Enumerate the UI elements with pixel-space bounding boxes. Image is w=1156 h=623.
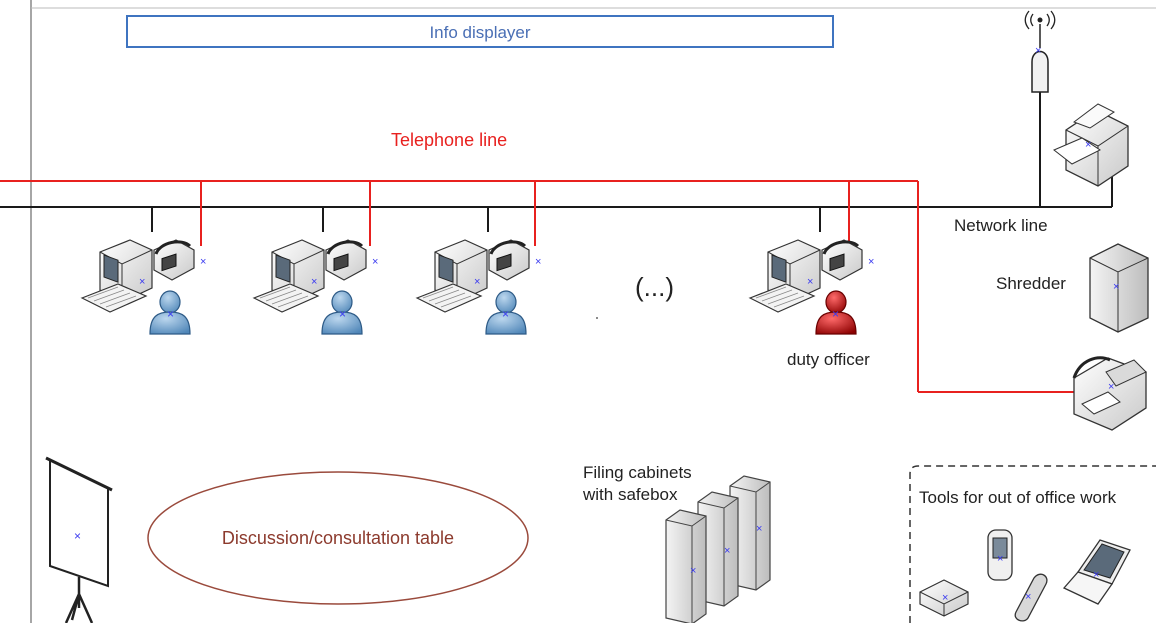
workstation-icon xyxy=(252,238,380,314)
svg-text:×: × xyxy=(1113,281,1119,293)
discussion-table xyxy=(147,471,529,605)
svg-text:×: × xyxy=(339,307,346,321)
svg-text:×: × xyxy=(1108,381,1114,393)
svg-text:×: × xyxy=(724,545,730,557)
network-line-label: Network line xyxy=(954,216,1048,235)
telephone-line-label: Telephone line xyxy=(391,130,508,150)
network-line xyxy=(0,90,1113,232)
svg-text:×: × xyxy=(690,565,696,577)
shredder-label: Shredder xyxy=(996,274,1066,293)
svg-text:×: × xyxy=(502,307,509,321)
workstation-icon xyxy=(748,238,876,314)
workstation-icon xyxy=(415,238,543,314)
presentation-screen-icon: × xyxy=(45,456,113,623)
svg-text:×: × xyxy=(1093,569,1099,581)
workstation-icon xyxy=(80,238,208,314)
svg-text:×: × xyxy=(74,529,81,543)
device-box-icon: × xyxy=(919,579,969,617)
fax-icon: × xyxy=(1072,356,1147,431)
workstations-gap-label: (...) xyxy=(635,272,674,302)
marker-group: × × × × xyxy=(167,307,839,321)
server-cabinet-icon xyxy=(665,509,707,623)
shredder-icon: × xyxy=(1089,243,1149,333)
marker-group: × × × xyxy=(690,523,762,577)
info-displayer-label: Info displayer xyxy=(429,23,531,42)
svg-text:×: × xyxy=(997,553,1003,565)
svg-text:×: × xyxy=(1085,139,1091,151)
filing-cabinets-label: Filing cabinets with safebox xyxy=(583,463,692,504)
telephone-line xyxy=(0,180,1090,393)
dot xyxy=(596,317,598,319)
svg-text:×: × xyxy=(1035,45,1041,57)
svg-text:×: × xyxy=(1025,591,1031,603)
svg-text:×: × xyxy=(756,523,762,535)
duty-officer-label: duty officer xyxy=(787,350,870,369)
wireless-router-icon: × xyxy=(1024,10,1056,93)
svg-text:×: × xyxy=(942,592,948,604)
svg-text:×: × xyxy=(832,307,839,321)
pda-icon: × xyxy=(987,529,1013,581)
svg-text:×: × xyxy=(167,307,174,321)
laptop-icon: × xyxy=(1062,539,1131,605)
out-of-office-tools-label: Tools for out of office work xyxy=(919,488,1117,507)
info-displayer: Info displayer xyxy=(126,15,834,48)
printer-icon: × xyxy=(1053,103,1129,187)
mobile-phone-icon: × xyxy=(1014,573,1048,622)
out-of-office-tools-box xyxy=(909,465,1156,623)
discussion-table-label: Discussion/consultation table xyxy=(221,528,455,548)
